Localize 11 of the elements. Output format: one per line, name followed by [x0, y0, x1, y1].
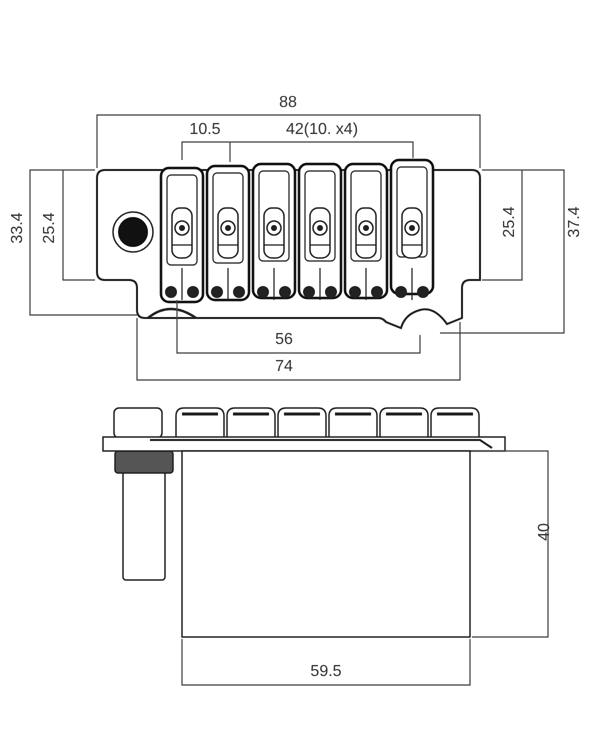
dimension-label: 42(10. x4)	[286, 122, 358, 138]
dimension-label: 56	[275, 332, 293, 348]
dimension-label: 25.4	[502, 206, 518, 238]
dimension-label: 74	[275, 359, 293, 375]
dimension-label: 59.5	[310, 664, 342, 680]
dimension-label: 33.4	[10, 212, 26, 244]
dimension-label: 37.4	[567, 206, 583, 238]
dimension-label: 10.5	[189, 122, 221, 138]
dimension-label: 40	[537, 523, 553, 541]
dimension-label: 25.4	[42, 212, 58, 244]
dimension-label: 88	[279, 95, 297, 111]
